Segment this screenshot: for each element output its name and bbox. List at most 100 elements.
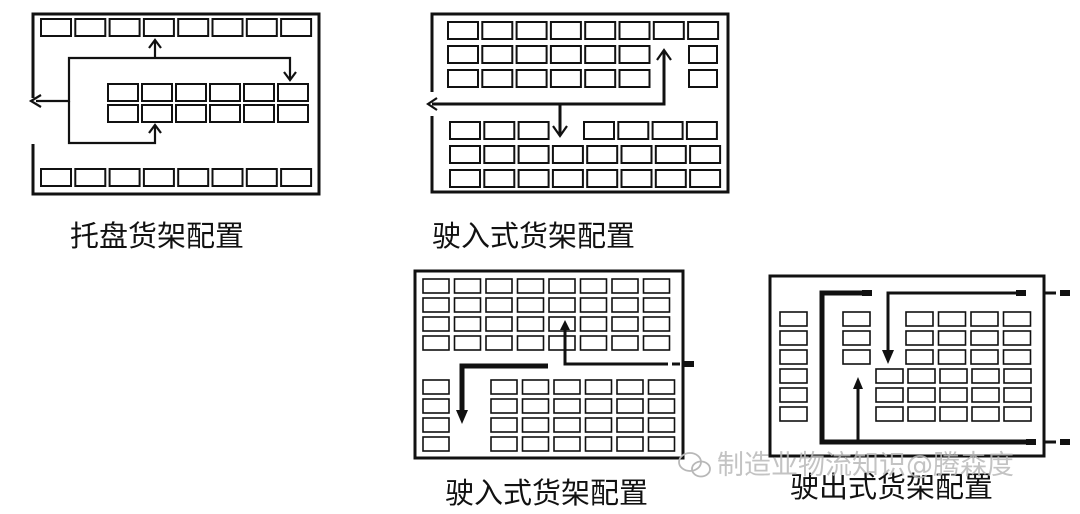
drive-through-storage-cell <box>971 368 1000 384</box>
drive-through-storage-cell <box>779 349 808 365</box>
drive-in-storage-cell <box>583 121 615 140</box>
drive-through-cells <box>779 311 1032 422</box>
drive-in-bottom-arrow-down <box>456 410 468 424</box>
drive-in-top-arrow-down <box>552 125 568 138</box>
drive-in-top-route <box>432 50 666 106</box>
drive-through-storage-cell <box>937 311 967 327</box>
pallet-storage-cell <box>211 168 244 187</box>
drive-in-storage-cell <box>548 278 576 294</box>
drive-in-storage-cell <box>618 21 651 40</box>
drive-in-storage-cell <box>517 121 550 140</box>
drive-in-storage-cell <box>553 436 581 452</box>
drive-in-storage-cell <box>654 169 687 188</box>
drive-in-storage-cell <box>485 278 513 294</box>
drive-in-storage-cell <box>584 69 617 88</box>
drive-through-storage-cell <box>1002 349 1032 365</box>
drive-in-storage-cell <box>642 278 671 294</box>
drive-in-storage-cell <box>620 169 653 188</box>
drive-in-storage-cell <box>447 69 479 88</box>
drive-in-storage-cell <box>549 45 582 64</box>
drive-in-storage-cell <box>490 436 518 452</box>
caption-pallet: 托盘货架配置 <box>70 219 244 253</box>
drive-in-storage-cell <box>652 21 685 40</box>
drive-in-storage-cell <box>611 316 639 332</box>
drive-in-storage-cell <box>687 21 720 40</box>
drive-in-storage-cell <box>553 379 581 395</box>
drive-in-storage-cell <box>584 21 617 40</box>
drive-in-storage-cell <box>642 316 671 332</box>
drive-in-storage-cell <box>548 335 576 351</box>
drive-in-storage-cell <box>647 398 676 414</box>
drive-in-storage-cell <box>453 297 482 313</box>
pallet-storage-cell <box>108 18 141 37</box>
drive-in-storage-cell <box>453 335 482 351</box>
pallet-storage-cell <box>245 168 278 187</box>
pallet-storage-cell <box>40 18 72 37</box>
drive-through-storage-cell <box>779 406 808 422</box>
pallet-arrow-up-bottom <box>148 123 162 134</box>
drive-in-storage-cell <box>453 316 482 332</box>
drive-in-storage-cell <box>584 379 613 395</box>
pallet-cells <box>40 18 313 187</box>
pallet-arrow-up-top <box>148 38 162 49</box>
drive-through-storage-cell <box>875 406 904 422</box>
drive-in-storage-cell <box>490 417 518 433</box>
drive-through-route-outer <box>819 290 1030 445</box>
drive-through-storage-cell <box>970 330 999 346</box>
drive-in-storage-cell <box>521 436 550 452</box>
pallet-storage-cell <box>243 83 275 102</box>
drive-in-storage-cell <box>689 169 722 188</box>
drive-through-route-inner <box>886 291 1020 352</box>
drive-through-storage-cell <box>939 387 968 403</box>
drive-in-storage-cell <box>616 398 644 414</box>
drive-in-storage-cell <box>685 121 718 140</box>
drive-in-bottom-route-right <box>563 325 668 366</box>
drive-in-storage-cell <box>422 335 450 351</box>
drive-in-top-arrow-up <box>656 48 672 61</box>
drive-in-storage-cell <box>620 145 653 164</box>
pallet-storage-cell <box>209 104 241 123</box>
pallet-storage-cell <box>280 18 313 37</box>
drive-in-storage-cell <box>584 398 613 414</box>
drive-through-storage-cell <box>939 368 968 384</box>
drive-through-storage-cell <box>905 330 934 346</box>
drive-through-storage-cell <box>970 349 999 365</box>
pallet-storage-cell <box>243 104 275 123</box>
drive-in-storage-cell <box>422 398 450 414</box>
drive-in-storage-cell <box>481 45 514 64</box>
drive-in-storage-cell <box>516 278 545 294</box>
pallet-arrow-down <box>283 71 297 82</box>
drive-in-storage-cell <box>490 398 518 414</box>
drive-in-storage-cell <box>553 398 581 414</box>
drive-in-storage-cell <box>611 335 639 351</box>
drive-in-storage-cell <box>485 316 513 332</box>
pallet-route-lower <box>67 101 157 145</box>
drive-in-storage-cell <box>481 69 514 88</box>
drive-in-storage-cell <box>490 379 518 395</box>
drive-in-storage-cell <box>688 69 718 88</box>
drive-through-storage-cell <box>1003 387 1032 403</box>
drive-through-storage-cell <box>939 406 968 422</box>
drive-through-storage-cell <box>875 368 904 384</box>
pallet-storage-cell <box>74 168 107 187</box>
drive-in-storage-cell <box>422 436 450 452</box>
caption-drive-in-top: 驶入式货架配置 <box>432 219 635 253</box>
pallet-storage-cell <box>108 168 141 187</box>
pallet-storage-cell <box>280 168 313 187</box>
drive-in-storage-cell <box>647 379 676 395</box>
drive-in-storage-cell <box>517 145 550 164</box>
drive-through-storage-cell <box>842 311 871 327</box>
drive-in-storage-cell <box>689 145 722 164</box>
drive-through-storage-cell <box>907 406 936 422</box>
pallet-storage-cell <box>245 18 278 37</box>
drive-through-storage-cell <box>1002 311 1032 327</box>
pallet-storage-cell <box>107 83 139 102</box>
drive-in-storage-cell <box>449 121 481 140</box>
drive-in-storage-cell <box>422 278 450 294</box>
drive-through-frame <box>768 274 1046 458</box>
drive-in-storage-cell <box>483 169 516 188</box>
drive-through-storage-cell <box>971 387 1000 403</box>
drive-through-diagram: 驶出式货架配置 <box>768 274 1070 504</box>
pallet-storage-cell <box>74 18 107 37</box>
drive-through-storage-cell <box>779 368 808 384</box>
